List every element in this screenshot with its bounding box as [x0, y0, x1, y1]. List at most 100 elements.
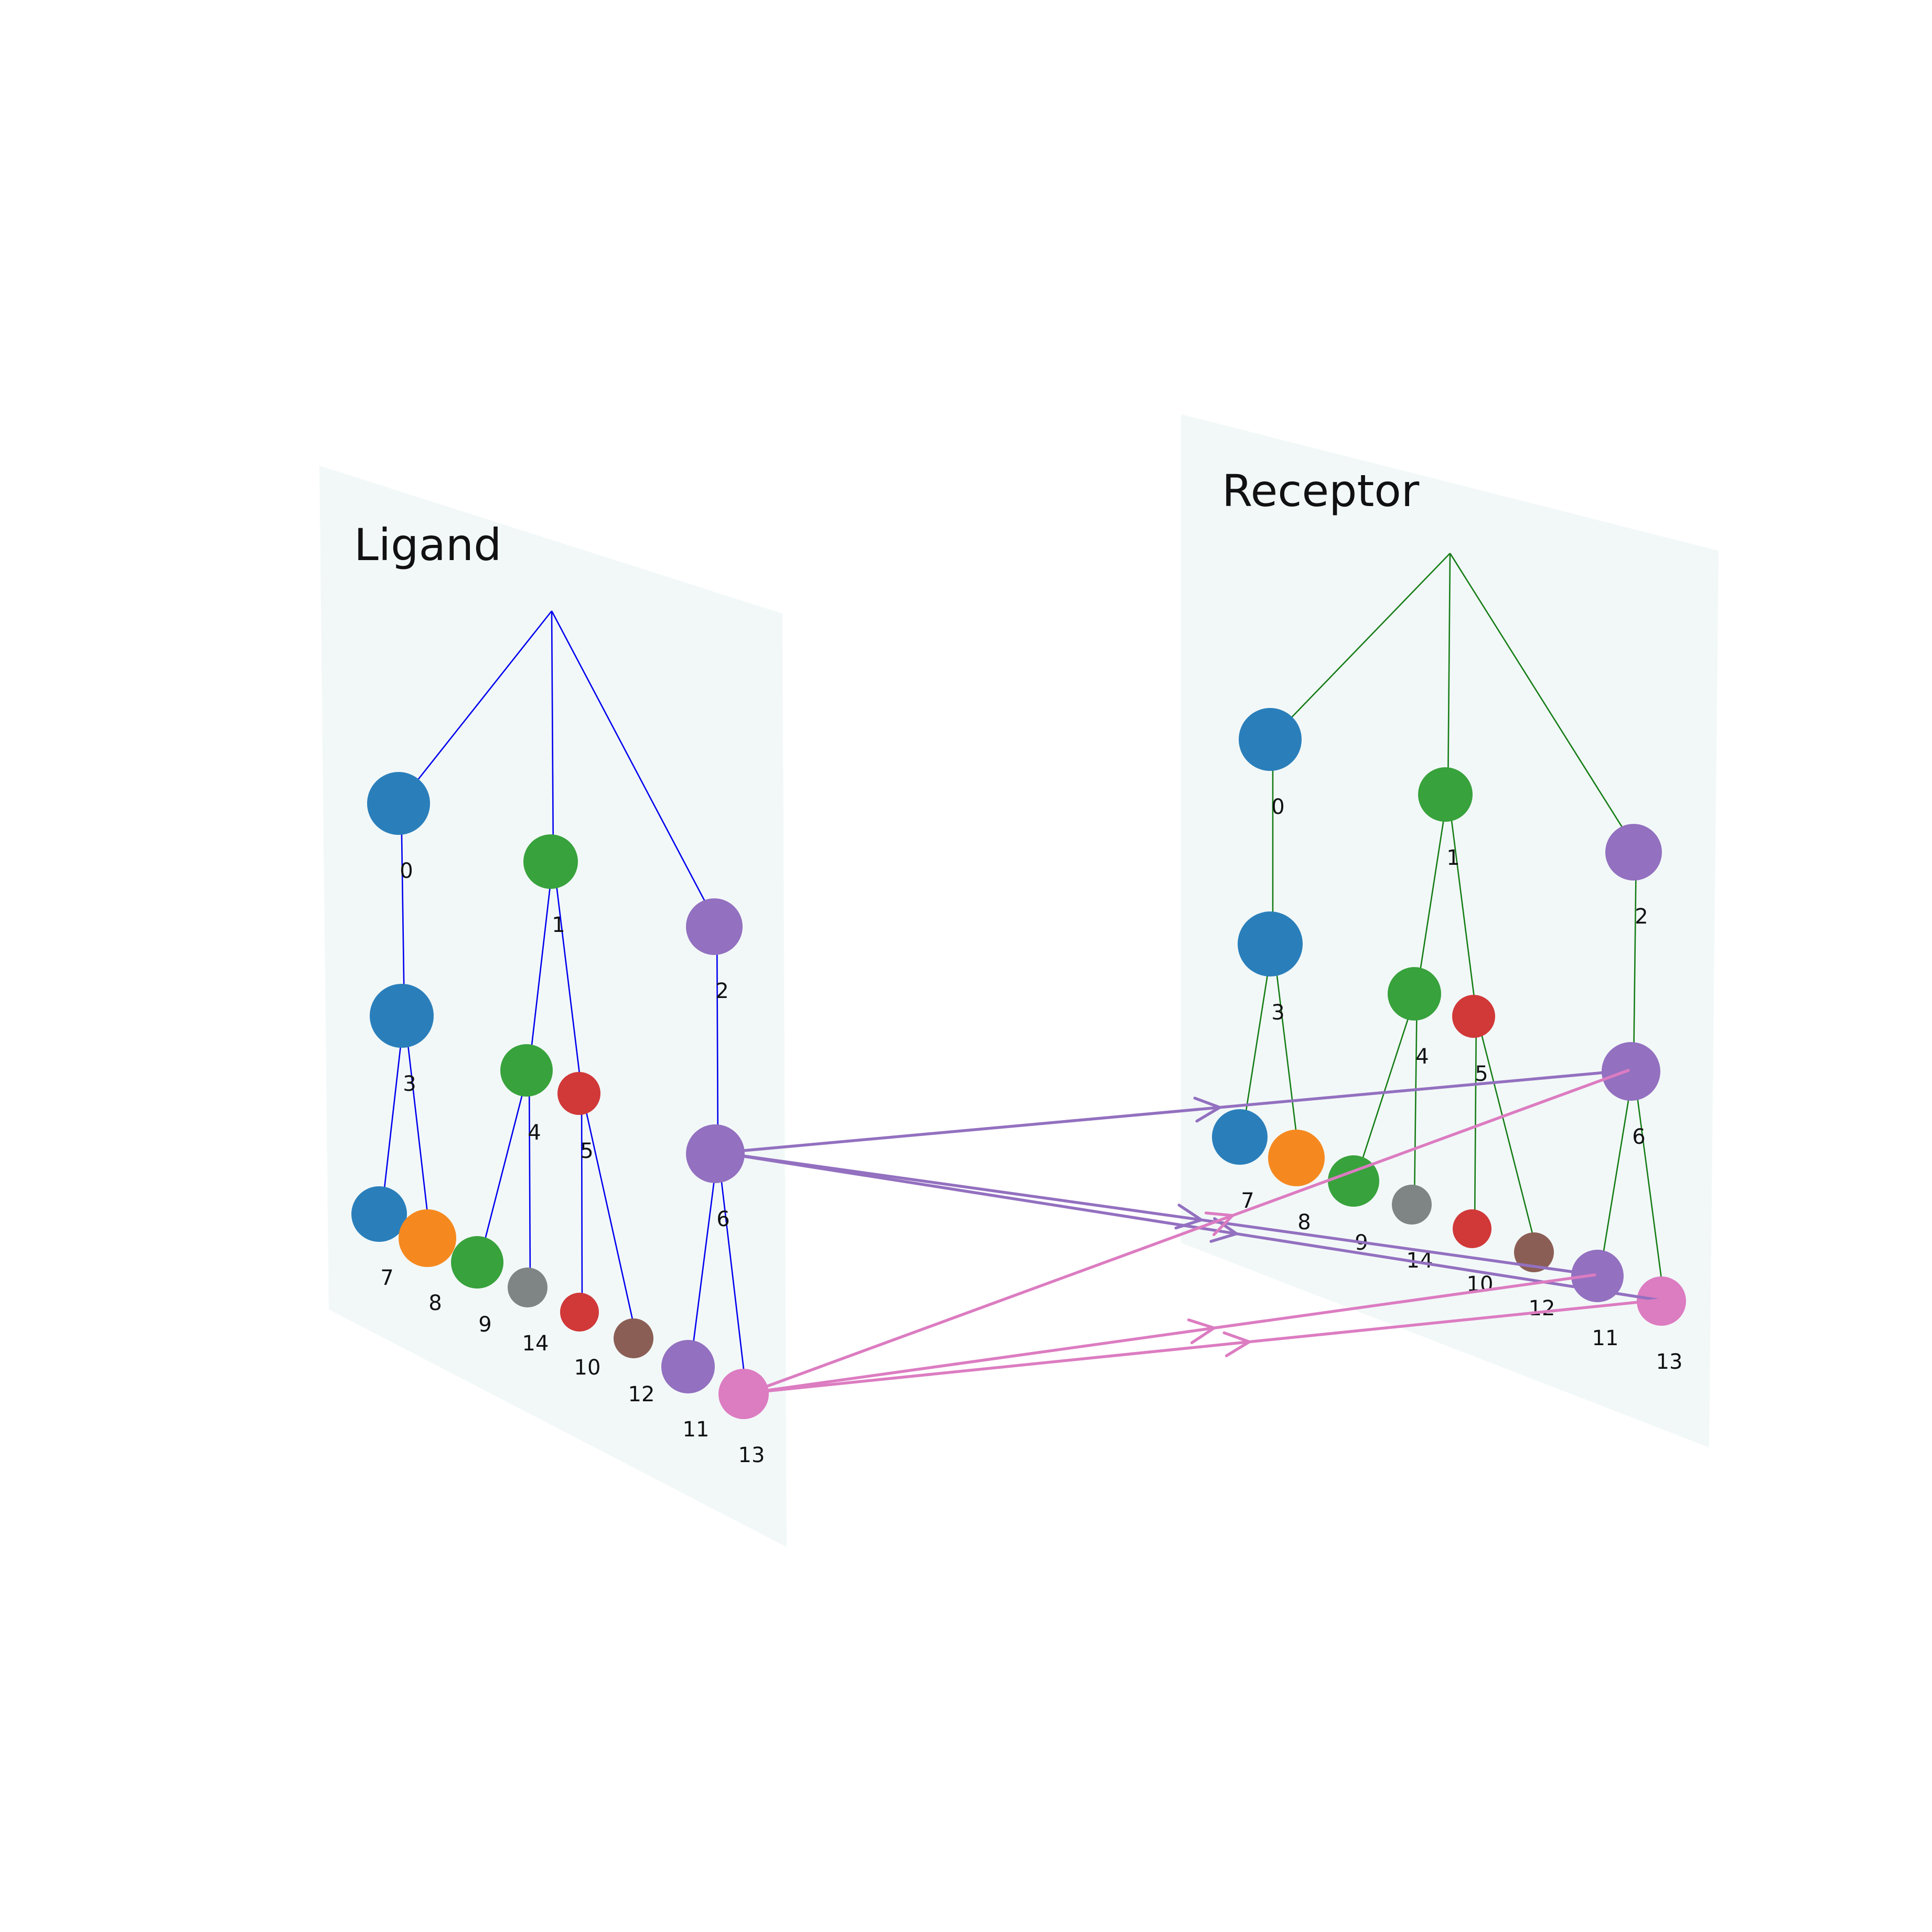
receptor-node-10	[1453, 1209, 1491, 1248]
receptor-edge-3-8	[1272, 941, 1300, 1156]
mapping-arrow-6-to-13	[1209, 1217, 1238, 1243]
receptor-node-12	[1514, 1232, 1554, 1272]
receptor-node-14	[1392, 1185, 1432, 1225]
receptor-node-13	[1637, 1276, 1686, 1326]
ligand-title: Ligand	[354, 519, 502, 571]
ligand-node-6	[686, 1124, 745, 1183]
ligand-node-label-8: 8	[428, 1291, 442, 1315]
ligand-node-13	[718, 1369, 769, 1419]
receptor-edge-5-10	[1474, 1013, 1477, 1227]
mapping-line-13-to-6	[747, 1069, 1630, 1394]
ligand-node-label-5: 5	[580, 1139, 593, 1163]
receptor-node-label-6: 6	[1632, 1125, 1645, 1149]
receptor-edge-2-6	[1633, 849, 1637, 1069]
receptor-edge-root-0	[1272, 553, 1451, 737]
receptor-edge-4-9	[1355, 991, 1418, 1179]
ligand-node-8	[399, 1209, 456, 1267]
ligand-node-11	[661, 1340, 715, 1393]
receptor-node-label-1: 1	[1446, 846, 1459, 870]
receptor-node-label-13: 13	[1656, 1350, 1683, 1374]
receptor-node-label-12: 12	[1529, 1296, 1555, 1321]
receptor-node-2	[1605, 824, 1662, 881]
ligand-edge-root-0	[400, 610, 553, 801]
ligand-node-label-1: 1	[552, 913, 565, 937]
ligand-node-9	[451, 1236, 503, 1289]
receptor-node-label-3: 3	[1271, 1001, 1284, 1025]
ligand-edge-1-5	[552, 858, 583, 1091]
ligand-node-label-2: 2	[715, 979, 728, 1003]
receptor-edge-root-2	[1449, 553, 1637, 850]
ligand-node-label-13: 13	[738, 1443, 765, 1467]
receptor-title: Receptor	[1222, 465, 1420, 517]
receptor-edge-1-5	[1447, 791, 1477, 1014]
ligand-node-7	[351, 1186, 407, 1242]
receptor-node-6	[1602, 1042, 1660, 1101]
ligand-node-label-9: 9	[478, 1313, 491, 1337]
receptor-node-8	[1268, 1130, 1325, 1186]
mapping-lines	[719, 1069, 1660, 1394]
mapping-arrow-13-to-11	[1187, 1318, 1216, 1345]
ligand-edge-root-1	[551, 610, 554, 860]
receptor-node-label-2: 2	[1635, 905, 1648, 929]
ligand-edge-2-6	[716, 924, 719, 1152]
receptor-node-7	[1212, 1109, 1268, 1165]
ligand-node-4	[500, 1044, 553, 1097]
receptor-edge-5-12	[1475, 1013, 1538, 1250]
ligand-plane	[319, 466, 787, 1547]
ligand-edge-6-13	[717, 1151, 747, 1392]
receptor-node-5	[1452, 995, 1495, 1038]
mapping-line-13-to-11	[747, 1273, 1596, 1394]
receptor-edge-6-11	[1599, 1068, 1635, 1274]
receptor-node-label-8: 8	[1297, 1210, 1311, 1235]
ligand-node-label-14: 14	[522, 1332, 549, 1356]
receptor-edge-1-4	[1416, 791, 1449, 992]
ligand-node-label-11: 11	[683, 1418, 710, 1442]
ligand-node-label-12: 12	[628, 1382, 655, 1407]
receptor-node-label-0: 0	[1271, 795, 1284, 819]
receptor-node-1	[1418, 767, 1473, 822]
mapping-line-6-to-13	[719, 1151, 1660, 1302]
mapping-line-6-to-6	[719, 1069, 1630, 1154]
receptor-node-3	[1238, 911, 1303, 976]
ligand-node-2	[686, 898, 743, 955]
ligand-edge-1-4	[528, 858, 554, 1068]
receptor-plane	[1181, 414, 1719, 1447]
ligand-node-label-0: 0	[400, 859, 413, 883]
ligand-edge-root-2	[551, 610, 718, 925]
ligand-node-3	[370, 984, 434, 1048]
ligand-node-label-4: 4	[528, 1121, 541, 1145]
ligand-node-12	[614, 1318, 653, 1358]
receptor-node-label-4: 4	[1415, 1045, 1429, 1069]
ligand-node-14	[508, 1268, 548, 1307]
receptor-edges	[1241, 553, 1665, 1299]
receptor-node-4	[1388, 967, 1441, 1021]
ligand-edges	[381, 610, 747, 1392]
ligand-node-label-10: 10	[574, 1356, 601, 1380]
receptor-edge-root-1	[1447, 553, 1451, 792]
ligand-edge-0-3	[400, 800, 405, 1014]
ligand-node-label-6: 6	[716, 1207, 729, 1231]
receptor-edge-6-13	[1633, 1068, 1665, 1299]
ligand-node-0	[367, 772, 430, 835]
receptor-edge-4-14	[1413, 991, 1418, 1203]
ligand-node-1	[523, 834, 578, 889]
mapping-arrow-6-to-6	[1193, 1097, 1221, 1123]
ligand-edge-4-14	[528, 1067, 531, 1285]
mapping-arrow-13-to-13	[1222, 1331, 1251, 1357]
ligand-node-10	[560, 1293, 599, 1332]
ligand-edge-5-12	[581, 1090, 637, 1336]
ligand-edge-6-11	[690, 1151, 719, 1365]
receptor-node-label-11: 11	[1592, 1326, 1619, 1350]
ligand-edge-3-8	[403, 1013, 431, 1236]
ligand-edge-4-9	[479, 1067, 530, 1260]
receptor-node-0	[1239, 708, 1302, 771]
ligand-node-label-7: 7	[380, 1266, 393, 1290]
mapping-line-13-to-13	[747, 1298, 1660, 1394]
receptor-node-9	[1328, 1155, 1379, 1207]
mapping-line-6-to-11	[719, 1151, 1596, 1276]
ligand-node-5	[557, 1072, 600, 1115]
